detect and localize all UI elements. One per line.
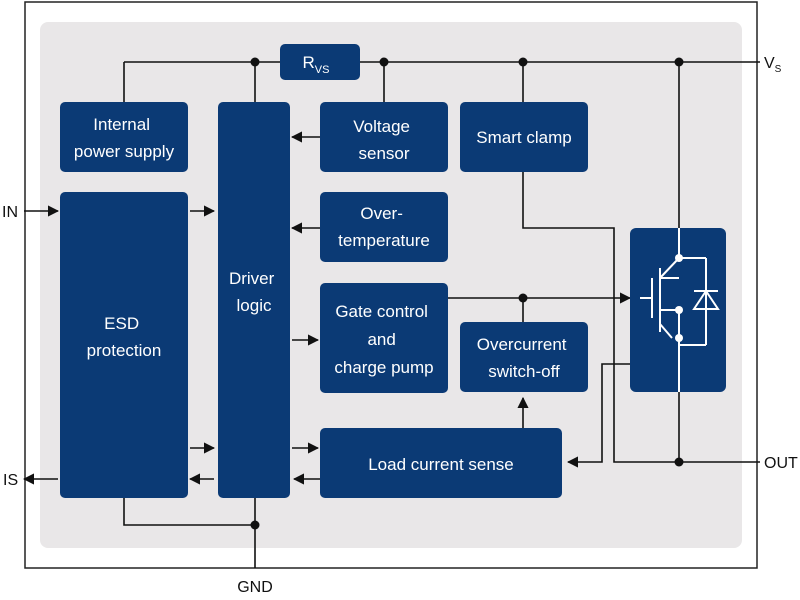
smart-clamp-line-1: Smart clamp [476, 128, 571, 147]
smart-clamp-label: Smart clamp [476, 128, 571, 147]
voltage-sensor-block [320, 102, 448, 172]
overcurrent-block [460, 322, 588, 392]
esd-protection-block [60, 192, 188, 498]
rvs-label-main: R [303, 53, 315, 72]
pin-vs-sub: S [775, 64, 782, 75]
pin-vs-label: VS [764, 55, 782, 75]
pin-in-label: IN [2, 204, 18, 221]
sense-wire [566, 363, 630, 468]
gate-control-block [320, 283, 448, 393]
pin-out-label: OUT [764, 455, 798, 472]
esd-line-1: ESD [104, 314, 139, 333]
gate-control-label: Gate control and charge pump [334, 302, 433, 377]
junction-dot [518, 293, 528, 303]
load-current-sense-line-1: Load current sense [368, 455, 514, 474]
voltage-sensor-label: Voltage sensor [353, 117, 414, 163]
driver-logic-line-2: logic [237, 296, 272, 315]
junction-dot [250, 57, 260, 67]
over-temperature-block [320, 192, 448, 262]
rvs-label: RVS [303, 53, 330, 76]
internal-power-supply-line-2: power supply [74, 142, 175, 161]
voltage-sensor-line-2: sensor [358, 144, 409, 163]
over-temperature-line-2: temperature [338, 231, 430, 250]
gnd-wire [123, 498, 255, 526]
internal-power-supply-line-1: Internal [93, 115, 150, 134]
junctions [250, 57, 684, 530]
smart-clamp-block [460, 102, 588, 172]
voltage-sensor-line-1: Voltage [353, 117, 410, 136]
overcurrent-line-2: switch-off [488, 362, 560, 381]
esd-line-2: protection [87, 341, 162, 360]
junction-dot [674, 57, 684, 67]
resistor-rvs [280, 44, 360, 80]
load-current-sense-block [320, 428, 562, 498]
pin-is-label: IS [3, 472, 18, 489]
overcurrent-line-1: Overcurrent [477, 335, 567, 354]
blocks [60, 44, 726, 498]
load-current-sense-label: Load current sense [368, 455, 514, 474]
junction-dot [250, 520, 260, 530]
junction-dot [518, 57, 528, 67]
pin-gnd-label: GND [237, 579, 273, 596]
mosfet-junctions [675, 254, 683, 342]
over-temperature-label: Over- temperature [338, 204, 430, 250]
overcurrent-label: Overcurrent switch-off [477, 335, 571, 381]
driver-logic-label: Driver logic [229, 269, 279, 315]
pin-vs-main: V [764, 55, 775, 72]
gate-control-line-1: Gate control [335, 302, 428, 321]
internal-power-supply-block [60, 102, 188, 172]
driver-logic-block [218, 102, 290, 498]
rvs-label-sub: VS [315, 64, 330, 76]
gate-control-line-3: charge pump [334, 358, 433, 377]
esd-protection-label: ESD protection [87, 314, 162, 360]
gate-control-line-2: and [367, 330, 395, 349]
junction-dot [379, 57, 389, 67]
internal-power-supply-label: Internal power supply [74, 115, 175, 161]
driver-logic-line-1: Driver [229, 269, 275, 288]
over-temperature-line-1: Over- [360, 204, 403, 223]
junction-dot [674, 457, 684, 467]
mosfet-icon [640, 228, 720, 392]
clamp-to-gate-wire [522, 172, 760, 463]
